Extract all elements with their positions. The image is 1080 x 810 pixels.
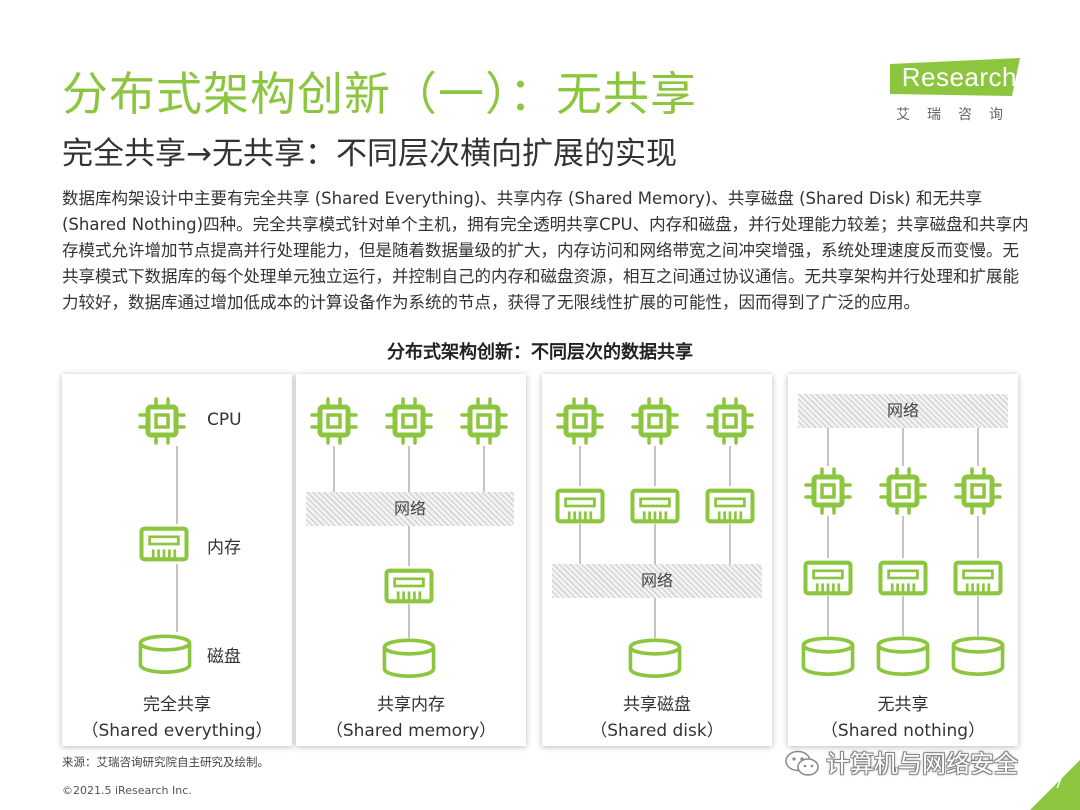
iresearch-logo: iResearch 艾瑞咨询 <box>890 58 1040 128</box>
disk-cylinder-icon <box>801 636 855 676</box>
cpu-chip-icon <box>806 469 850 513</box>
cpu-chip-icon <box>708 399 752 443</box>
memory-label: 内存 <box>207 538 241 558</box>
network-band <box>306 492 514 526</box>
source-note: 来源：艾瑞咨询研究院自主研究及绘制。 <box>62 755 269 769</box>
network-band <box>798 394 1008 428</box>
disk-cylinder-icon <box>382 638 436 678</box>
page-subtitle: 完全共享→无共享：不同层次横向扩展的实现 <box>62 136 677 172</box>
disk-cylinder-icon <box>628 638 682 678</box>
panel-shared-memory: 网络 共享内存 （Shared memory） <box>296 374 526 746</box>
memory-module-icon <box>881 563 926 594</box>
panel-4-diagram <box>801 428 1005 676</box>
network-label: 网络 <box>393 499 426 518</box>
disk-cylinder-icon <box>876 636 930 676</box>
network-label: 网络 <box>640 571 673 590</box>
copyright-note: ©2021.5 iResearch Inc. <box>62 784 192 797</box>
page-number: 17 <box>1045 776 1063 792</box>
memory-module-icon <box>387 571 432 602</box>
cpu-chip-icon <box>140 399 184 443</box>
panel-caption-cn: 共享内存 <box>377 695 445 715</box>
watermark-text: 计算机与网络安全 <box>826 750 1018 778</box>
panel-caption-cn: 共享磁盘 <box>623 695 691 715</box>
panel-2-diagram <box>296 374 526 678</box>
disk-label: 磁盘 <box>207 647 241 667</box>
cpu-label: CPU <box>207 410 242 430</box>
logo-badge-shape <box>890 58 1020 96</box>
logo-wordmark: iResearch <box>894 62 1018 92</box>
page-title: 分布式架构创新（一）：无共享 <box>62 67 697 121</box>
cpu-chip-icon <box>881 469 925 513</box>
memory-module-icon <box>558 491 603 522</box>
cpu-chip-icon <box>462 399 506 443</box>
cpu-chip-icon <box>633 399 677 443</box>
memory-module-icon <box>633 491 678 522</box>
panel-1-diagram <box>62 374 292 746</box>
cpu-chip-icon <box>312 399 356 443</box>
diagram-title: 分布式架构创新：不同层次的数据共享 <box>387 342 693 363</box>
network-label: 网络 <box>886 401 919 420</box>
panel-caption-en: （Shared disk） <box>590 721 724 741</box>
memory-module-icon <box>708 491 753 522</box>
intro-paragraph: 数据库构架设计中主要有完全共享 (Shared Everything)、共享内存… <box>62 189 1029 312</box>
wechat-icon <box>785 750 819 776</box>
logo-chinese-name: 艾瑞咨询 <box>896 107 1020 123</box>
disk-cylinder-icon <box>951 636 1005 676</box>
network-band <box>552 564 762 598</box>
panel-caption-cn: 完全共享 <box>143 695 211 715</box>
cpu-chip-icon <box>558 399 602 443</box>
memory-module-icon <box>956 563 1001 594</box>
panel-caption-cn: 无共享 <box>877 695 929 715</box>
page-corner-shape <box>1030 760 1080 810</box>
disk-cylinder-icon <box>140 636 189 672</box>
memory-module-icon <box>806 563 851 594</box>
panel-caption-en: （Shared everything） <box>81 721 273 741</box>
panel-shared-everything: CPU 内存 磁盘 完全共享 （Shared everything） <box>62 374 292 746</box>
cpu-chip-icon <box>956 469 1000 513</box>
panel-3-diagram <box>542 374 772 678</box>
cpu-chip-icon <box>387 399 431 443</box>
panel-caption-en: （Shared memory） <box>325 721 497 741</box>
panel-shared-nothing: 网络 无共享 （Shared nothing） <box>788 374 1018 746</box>
panel-caption-en: （Shared nothing） <box>820 721 986 741</box>
memory-module-icon <box>142 529 187 560</box>
panel-shared-disk: 网络 共享磁盘 （Shared disk） <box>542 374 772 746</box>
